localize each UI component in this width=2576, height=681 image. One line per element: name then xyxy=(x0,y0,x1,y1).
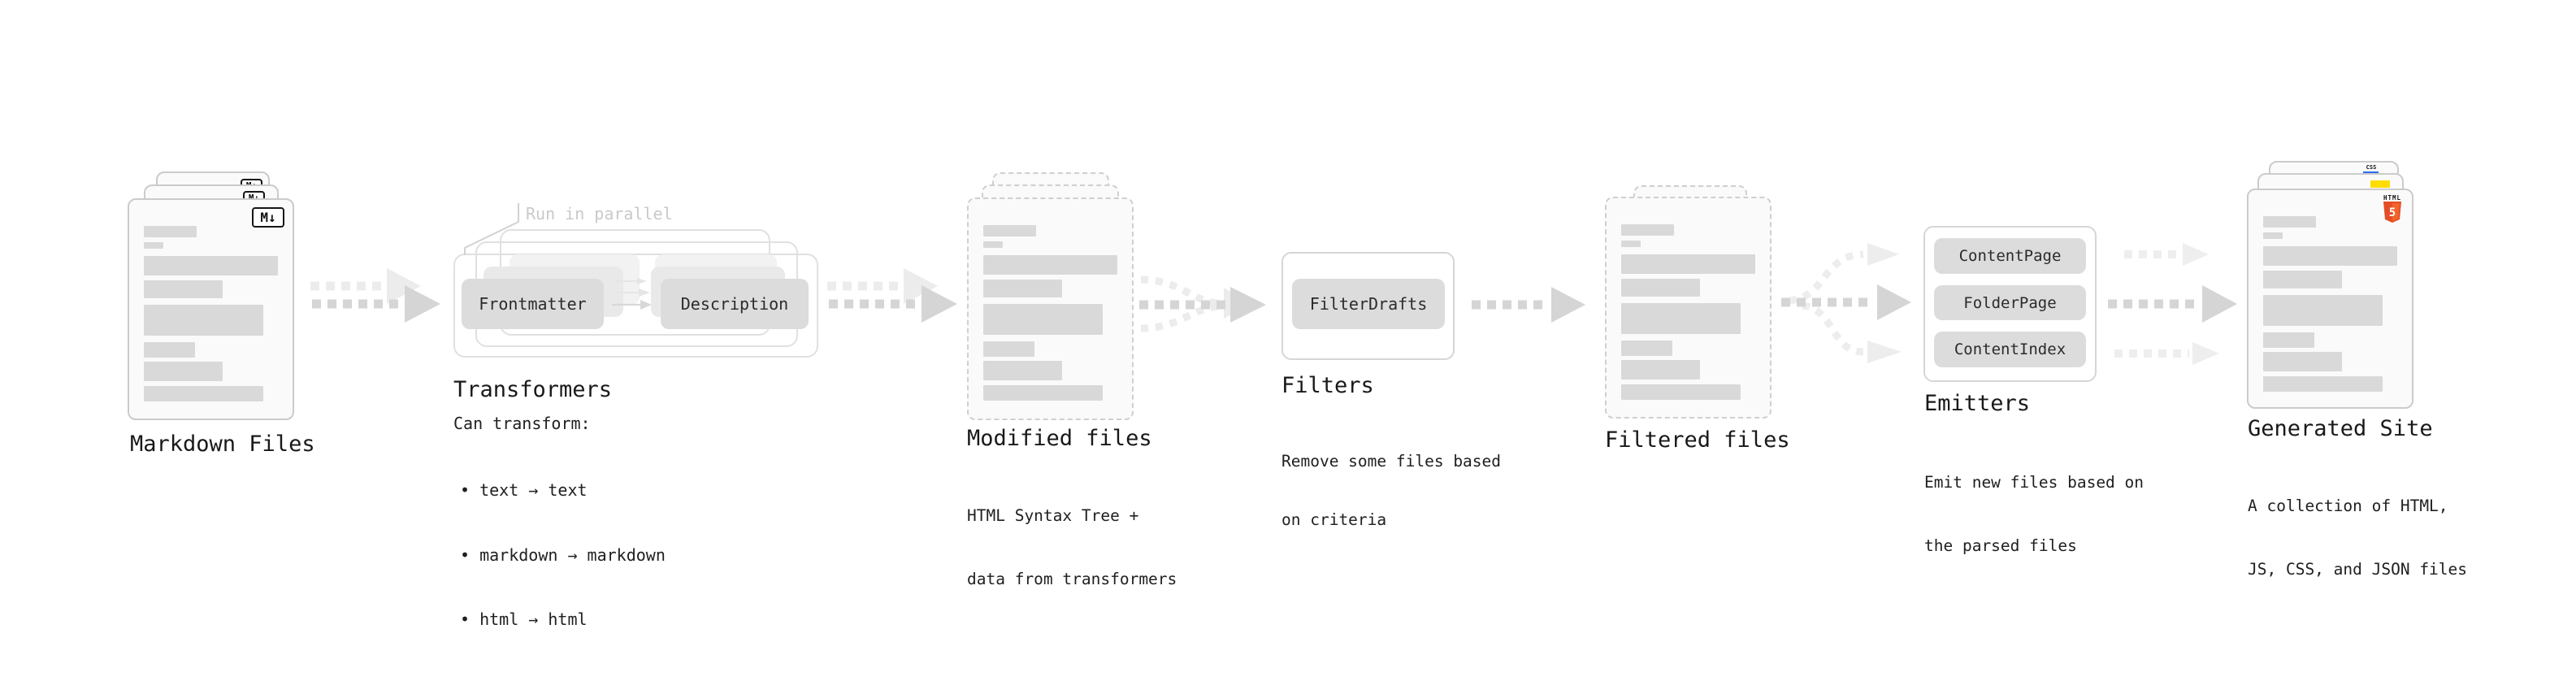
text-line-placeholder xyxy=(144,386,263,401)
generated-site-label: Generated Site xyxy=(2248,416,2433,441)
emitter-step-folderpage: FolderPage xyxy=(1934,285,2086,320)
filters-desc: Remove some files based on criteria xyxy=(1281,452,1502,529)
js-icon xyxy=(2370,180,2390,188)
text-line-placeholder xyxy=(1621,224,1674,236)
text-line-placeholder xyxy=(2263,295,2383,326)
text-line-placeholder xyxy=(1621,384,1741,400)
markdown-icon: M↓ xyxy=(252,207,284,228)
arrow-transformers-to-modified xyxy=(827,268,957,323)
note-connector-line xyxy=(464,203,519,255)
transformers-bullets: • text → text • markdown → markdown • ht… xyxy=(460,436,666,674)
text-line-placeholder xyxy=(2263,216,2316,228)
text-line-placeholder xyxy=(2263,352,2342,371)
text-line-placeholder xyxy=(983,255,1117,275)
text-line-placeholder xyxy=(1621,254,1755,274)
emitter-step-contentindex: ContentIndex xyxy=(1934,332,2086,367)
emitter-step-contentpage: ContentPage xyxy=(1934,238,2086,274)
transformers-desc-title: Can transform: xyxy=(453,414,591,433)
modified-files-label: Modified files xyxy=(967,426,1152,451)
text-line-placeholder xyxy=(144,342,195,358)
text-line-placeholder xyxy=(983,304,1103,335)
text-line-placeholder xyxy=(144,305,263,336)
emitters-desc: Emit new files based on the parsed files xyxy=(1924,473,2144,555)
text-line-placeholder xyxy=(2263,271,2342,288)
css-icon: CSS xyxy=(2363,165,2379,174)
text-line-placeholder xyxy=(2263,376,2383,392)
text-line-placeholder xyxy=(983,341,1034,357)
arrow-emitters-to-generated xyxy=(2108,243,2237,365)
text-line-placeholder xyxy=(983,241,1003,248)
generated-site-desc: A collection of HTML, JS, CSS, and JSON … xyxy=(2248,497,2468,579)
arrow-filters-to-filtered xyxy=(1472,287,1585,323)
html5-icon: HTML 5 xyxy=(2382,194,2403,226)
text-line-placeholder xyxy=(1621,303,1741,334)
parallel-flow-arrows xyxy=(612,278,652,310)
bullet-item: • markdown → markdown xyxy=(460,544,666,565)
text-line-placeholder xyxy=(983,225,1036,236)
arrow-filtered-to-emitters xyxy=(1781,243,1911,363)
text-line-placeholder xyxy=(2263,232,2283,239)
text-line-placeholder xyxy=(983,280,1062,297)
text-line-placeholder xyxy=(1621,241,1641,247)
arrow-modified-to-filters xyxy=(1139,275,1266,332)
bullet-item: • text → text xyxy=(460,480,588,500)
filtered-file-front xyxy=(1605,197,1772,419)
arrow-markdown-to-transformers xyxy=(310,268,440,323)
transformer-step-description: Description xyxy=(661,279,809,329)
text-line-placeholder xyxy=(144,256,278,275)
filtered-files-label: Filtered files xyxy=(1605,427,1790,453)
text-line-placeholder xyxy=(1621,340,1672,356)
generated-file-front: HTML 5 xyxy=(2247,189,2413,409)
text-line-placeholder xyxy=(2263,246,2397,266)
filter-step-filterdrafts: FilterDrafts xyxy=(1292,279,1445,329)
run-in-parallel-note: Run in parallel xyxy=(526,204,673,223)
text-line-placeholder xyxy=(144,242,163,249)
text-line-placeholder xyxy=(1621,360,1700,380)
modified-files-desc: HTML Syntax Tree + data from transformer… xyxy=(967,506,1177,588)
markdown-files-label: Markdown Files xyxy=(130,432,315,457)
text-line-placeholder xyxy=(1621,279,1700,297)
text-line-placeholder xyxy=(983,361,1062,380)
markdown-file-front: M↓ xyxy=(128,198,294,420)
text-line-placeholder xyxy=(2263,332,2314,348)
text-line-placeholder xyxy=(144,280,223,298)
transformer-frame-front xyxy=(453,254,818,358)
text-line-placeholder xyxy=(983,385,1103,401)
bullet-item: • html → html xyxy=(460,609,588,629)
emitters-label: Emitters xyxy=(1924,391,2031,416)
transformer-step-frontmatter: Frontmatter xyxy=(462,279,604,329)
text-line-placeholder xyxy=(144,362,223,381)
filters-label: Filters xyxy=(1281,373,1374,398)
text-line-placeholder xyxy=(144,226,197,237)
transformers-label: Transformers xyxy=(453,377,613,402)
svg-text:5: 5 xyxy=(2389,206,2396,219)
modified-file-front xyxy=(967,197,1134,420)
